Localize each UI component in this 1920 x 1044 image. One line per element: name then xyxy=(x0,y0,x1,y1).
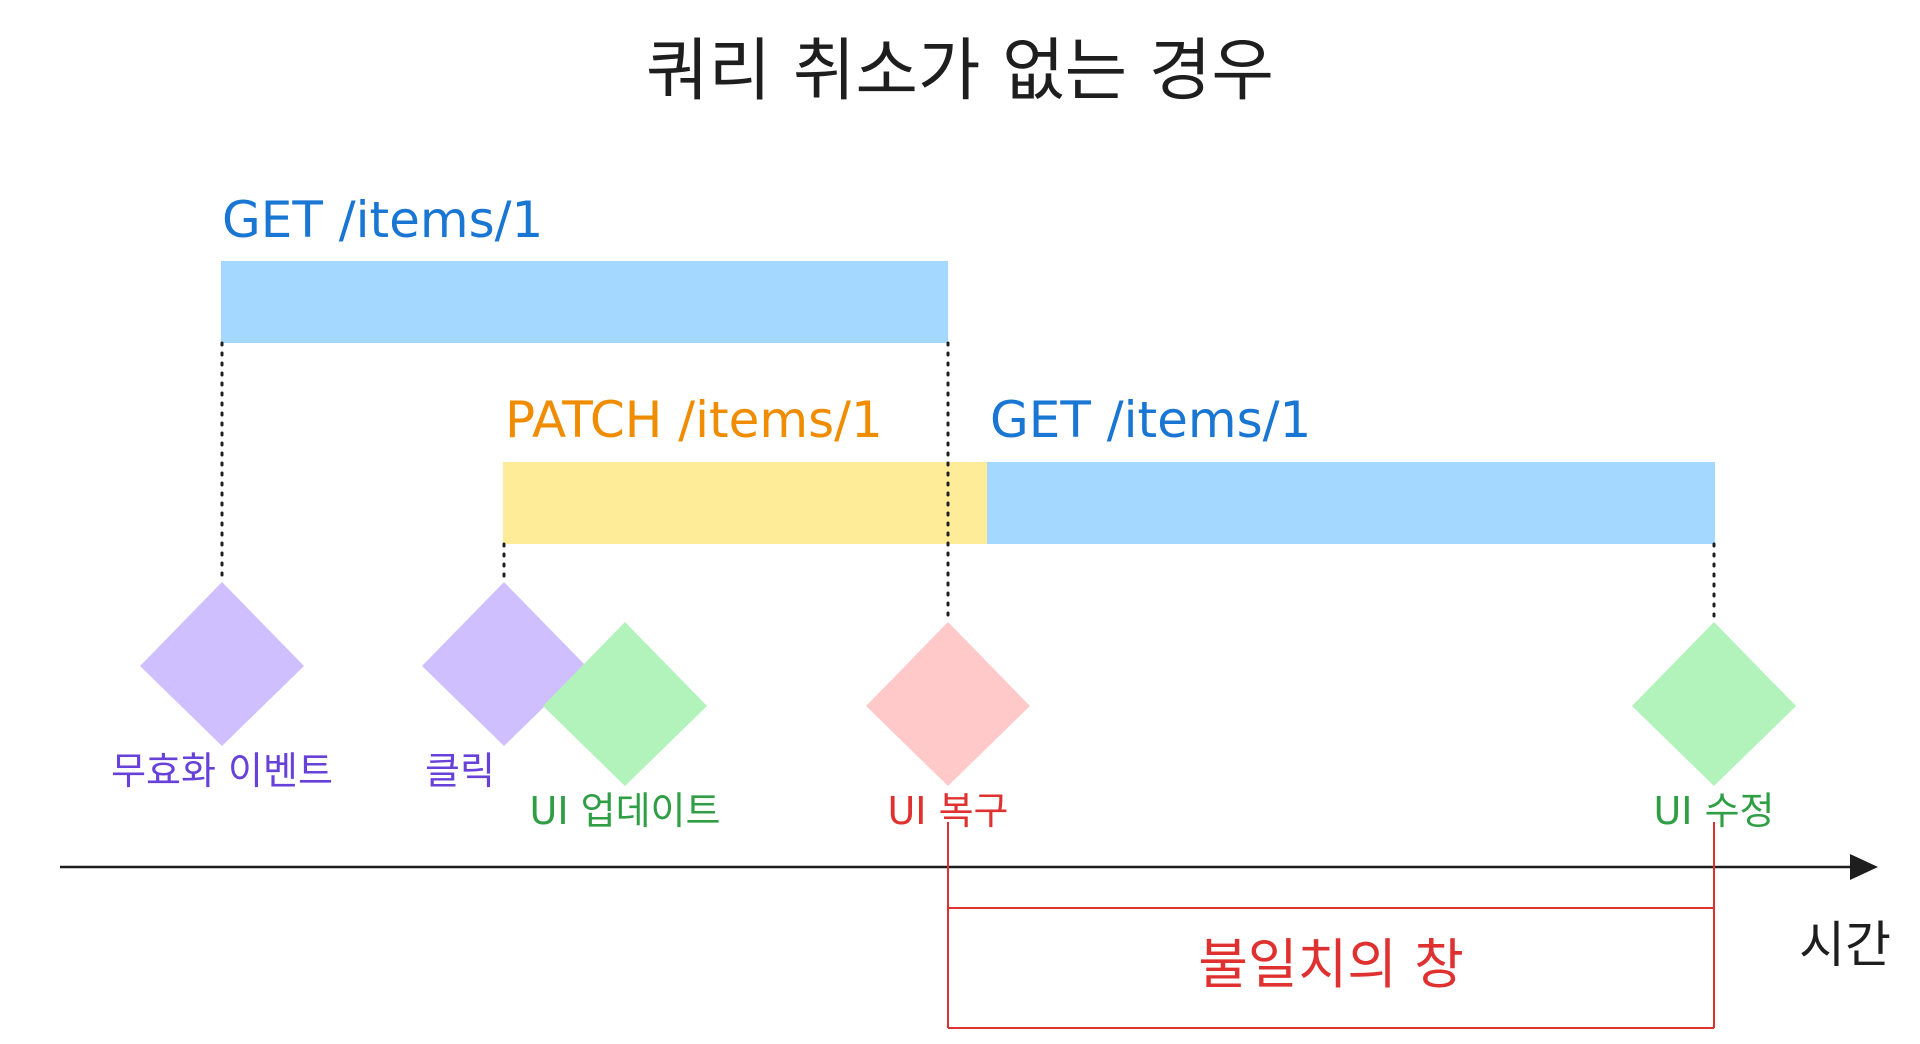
time-axis-label: 시간 xyxy=(1799,916,1891,974)
request-label-patch: PATCH /items/1 xyxy=(505,391,883,449)
event-label-ui-update: UI 업데이트 xyxy=(530,789,721,833)
dotted-connectors xyxy=(220,341,1716,624)
inconsistency-window xyxy=(947,822,1715,1029)
inconsistency-window-label: 불일치의 창 xyxy=(1198,933,1464,996)
event-diamond-ui-fix xyxy=(1632,622,1796,786)
request-bar-patch xyxy=(503,462,987,544)
request-label-get-1: GET /items/1 xyxy=(222,191,543,249)
event-diamond-invalidate xyxy=(140,582,304,746)
request-bar-get-1 xyxy=(221,261,948,343)
event-label-click: 클릭 xyxy=(425,749,495,793)
request-label-get-2: GET /items/1 xyxy=(990,391,1311,449)
diagram-title: 쿼리 취소가 없는 경우 xyxy=(646,32,1274,111)
event-diamond-ui-update xyxy=(543,622,707,786)
event-label-invalidate: 무효화 이벤트 xyxy=(111,749,333,793)
time-axis-arrow-icon xyxy=(1850,854,1878,880)
event-diamond-ui-restore xyxy=(866,622,1030,786)
request-bar-get-2 xyxy=(987,462,1715,544)
